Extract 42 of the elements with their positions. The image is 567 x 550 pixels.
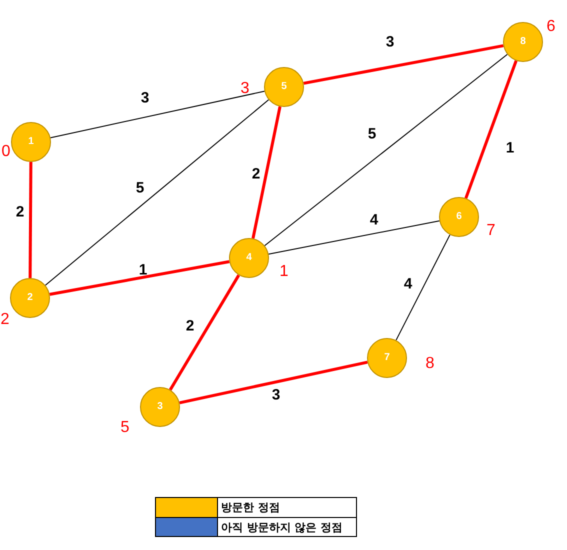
edge-line <box>264 54 508 246</box>
vertex-number: 7 <box>384 353 390 363</box>
distance-label: 1 <box>280 264 288 280</box>
edge-weight: 5 <box>136 180 144 196</box>
edge-weight: 2 <box>186 318 194 334</box>
legend-text: 아직 방문하지 않은 정점 <box>220 520 344 536</box>
edge-line <box>44 99 270 286</box>
distance-label: 6 <box>546 19 556 35</box>
vertex-number: 5 <box>281 82 287 92</box>
highlighted-edge <box>49 260 230 296</box>
edge-line <box>396 234 450 341</box>
distance-label: 8 <box>426 356 434 372</box>
vertex-number: 2 <box>27 293 33 303</box>
edge-weight: 3 <box>272 388 280 402</box>
edge-line <box>50 90 265 138</box>
highlighted-edge <box>179 360 368 404</box>
vertex-number: 3 <box>157 402 163 412</box>
distance-label: 0 <box>2 144 10 160</box>
highlighted-edge <box>28 162 32 278</box>
highlighted-edge <box>303 44 504 85</box>
vertex-number: 1 <box>28 137 34 147</box>
legend-text: 방문한 정점 <box>220 500 281 516</box>
distance-label: 5 <box>120 420 130 436</box>
edge-weight: 1 <box>506 140 514 156</box>
vertex-number: 4 <box>246 253 252 263</box>
edge-weight: 5 <box>368 126 376 142</box>
distance-label: 2 <box>0 312 10 328</box>
edge-weight: 4 <box>370 212 378 228</box>
distance-label: 3 <box>240 81 250 97</box>
edge-weight: 3 <box>386 34 394 50</box>
edge-weight: 4 <box>404 276 412 292</box>
vertex-number: 6 <box>456 212 462 222</box>
vertex-number: 8 <box>520 37 526 47</box>
edge-weight: 2 <box>252 166 260 182</box>
edge-weight: 1 <box>138 262 148 278</box>
distance-label: 7 <box>486 223 496 239</box>
highlighted-edge <box>464 60 518 199</box>
edge-weight: 3 <box>140 90 150 106</box>
highlighted-edge <box>168 274 240 391</box>
highlighted-edge <box>252 106 282 239</box>
edge-weight: 2 <box>16 204 24 220</box>
edge-line <box>268 220 440 255</box>
